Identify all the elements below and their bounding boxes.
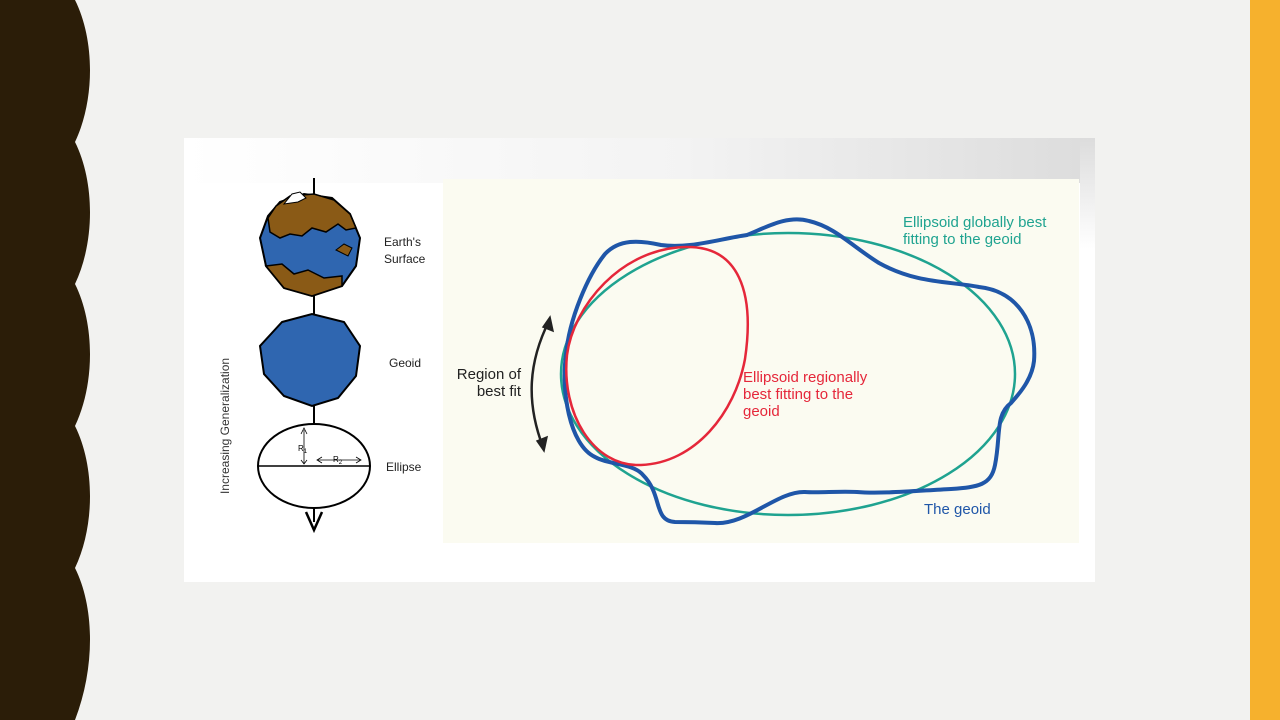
geoid-curve: [562, 217, 1037, 526]
earth-surface-shape: [258, 191, 362, 298]
earth-surface-label-line2: Surface: [384, 252, 426, 266]
geoid-label: The geoid: [924, 501, 991, 518]
axis-arrowhead: [304, 511, 324, 534]
wave-shape: [0, 0, 90, 720]
global-ellipsoid-label-line1: Ellipsoid globally best: [903, 214, 1047, 231]
geoid-stage-label: Geoid: [389, 356, 421, 370]
generalization-axis-label: Increasing Generalization: [218, 358, 232, 494]
figure-right-shading: [1080, 138, 1095, 582]
radius-label-r2: R2: [333, 455, 343, 466]
region-best-fit-arrow: [530, 320, 551, 448]
generalization-diagram: R1 R2 Earth's Surface Geoid Ellipse Incr…: [218, 178, 426, 534]
left-wavy-border: [0, 0, 90, 720]
ellipse-stage-label: Ellipse: [386, 460, 422, 474]
region-label-line1: Region of: [457, 366, 522, 383]
region-arrowhead-top: [541, 315, 555, 333]
region-label-line2: best fit: [477, 383, 522, 400]
earth-surface-label-line1: Earth's: [384, 235, 421, 249]
figure-card: R1 R2 Earth's Surface Geoid Ellipse Incr…: [184, 138, 1095, 582]
geoid-fit-panel: Region of best fit Ellipsoid globally be…: [443, 179, 1079, 543]
regional-ellipsoid-label-line3: geoid: [743, 403, 780, 420]
regional-ellipsoid-label-line1: Ellipsoid regionally: [743, 369, 868, 386]
geoid-fit-diagram: Region of best fit Ellipsoid globally be…: [457, 214, 1047, 526]
geoid-shape: [258, 312, 362, 408]
regional-ellipsoid-curve: [565, 245, 749, 467]
radius-label-r1: R1: [298, 444, 308, 455]
global-ellipsoid-curve: [559, 231, 1017, 517]
global-ellipsoid-label-line2: fitting to the geoid: [903, 231, 1021, 248]
region-arrowhead-bottom: [535, 435, 549, 453]
right-accent-bar: [1250, 0, 1280, 720]
figure-top-shading: [184, 138, 1095, 183]
ellipse-shape: [257, 423, 371, 509]
regional-ellipsoid-label-line2: best fitting to the: [743, 386, 853, 403]
